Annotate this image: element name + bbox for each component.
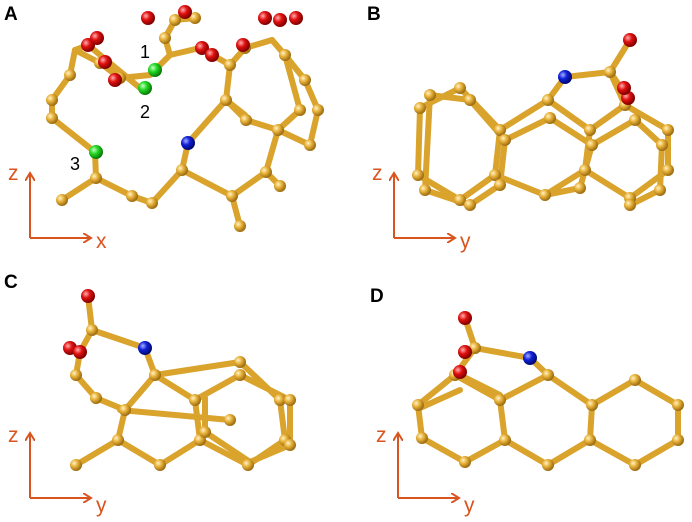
axis-label-y-c: y	[96, 494, 107, 517]
nitrogen-atom-a	[181, 136, 195, 150]
atom-3-highlight	[89, 145, 103, 159]
panel-a-atoms	[46, 5, 324, 232]
panel-a-axes: z x	[8, 162, 107, 253]
panel-d-molecule	[415, 315, 681, 468]
panel-b-label: B	[367, 4, 381, 25]
panel-c-molecule	[73, 293, 293, 468]
atom-label-2: 2	[140, 102, 150, 122]
panel-b-axes: z y	[372, 162, 471, 253]
panel-a: A	[4, 4, 324, 253]
axis-label-x-a: x	[96, 230, 107, 253]
panel-c-atoms	[63, 289, 296, 471]
panel-b-atoms	[412, 33, 674, 211]
panel-b: B	[367, 4, 674, 253]
atom-label-1: 1	[140, 42, 150, 62]
panel-c-axes: z y	[8, 424, 107, 517]
panel-d-atoms	[412, 311, 684, 471]
panel-d-axes: z y	[376, 424, 475, 517]
panel-c-label: C	[4, 272, 18, 293]
panel-d: D	[370, 286, 684, 517]
nitrogen-atom-b	[558, 70, 572, 84]
nitrogen-atom-c	[138, 341, 152, 355]
axis-label-z-d: z	[376, 424, 387, 447]
nitrogen-atom-d	[523, 351, 537, 365]
axis-label-y-b: y	[460, 230, 471, 253]
axis-label-z-c: z	[8, 424, 19, 447]
axis-label-y-d: y	[464, 494, 475, 517]
atom-2-highlight	[138, 81, 152, 95]
panel-c: C	[4, 272, 296, 517]
atom-1-highlight	[148, 63, 162, 77]
atom-label-3: 3	[70, 154, 80, 174]
panel-a-label: A	[4, 4, 18, 25]
panel-d-label: D	[370, 286, 384, 307]
axis-label-z-a: z	[8, 162, 19, 185]
axis-label-z-b: z	[372, 162, 383, 185]
